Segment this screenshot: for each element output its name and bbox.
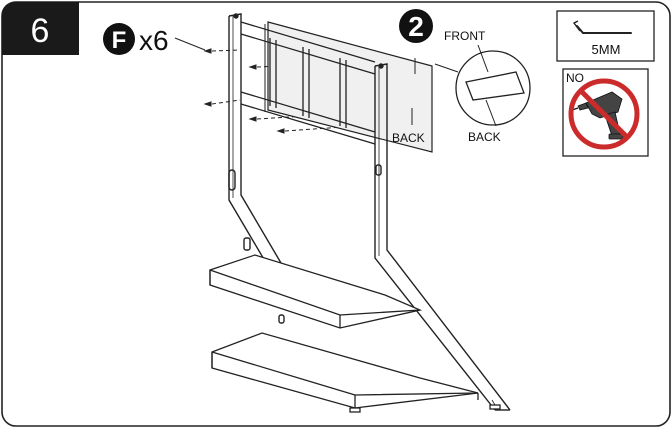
lower-shelf xyxy=(211,332,501,413)
back-label: BACK xyxy=(468,130,501,144)
panel-callout: 2 xyxy=(399,9,433,43)
orientation-detail: FRONT BACK xyxy=(434,29,531,144)
step-number: 6 xyxy=(31,12,50,50)
panel-back-label: BACK xyxy=(392,131,425,145)
hex-key-icon xyxy=(572,20,632,34)
shelf-foot xyxy=(349,407,361,413)
stand-frame xyxy=(228,13,511,411)
no-label: NO xyxy=(566,71,584,85)
back-arrow xyxy=(485,99,497,127)
part-quantity: x6 xyxy=(139,25,169,56)
front-label: FRONT xyxy=(444,29,486,43)
bracket-frame xyxy=(240,21,376,145)
upper-shelf xyxy=(209,254,423,329)
screw xyxy=(203,99,241,107)
power-drill-prohibited-icon xyxy=(568,78,640,150)
shelf-foot xyxy=(489,404,501,410)
callout-badge xyxy=(399,9,433,43)
front-arrow xyxy=(477,44,489,73)
part-letter: F xyxy=(112,27,127,54)
step-badge: 6 xyxy=(2,2,79,55)
screw xyxy=(203,48,241,54)
panel-cross-section xyxy=(465,71,525,101)
callout-number: 2 xyxy=(408,11,424,42)
allen-key-box: 5MM xyxy=(556,10,655,62)
leader-line xyxy=(174,37,206,51)
detail-leader xyxy=(434,63,459,73)
no-power-tool-box: NO xyxy=(562,68,649,157)
allen-key-label: 5MM xyxy=(592,42,621,57)
hardware-callout: F x6 xyxy=(103,23,206,56)
part-letter-badge xyxy=(103,23,135,55)
